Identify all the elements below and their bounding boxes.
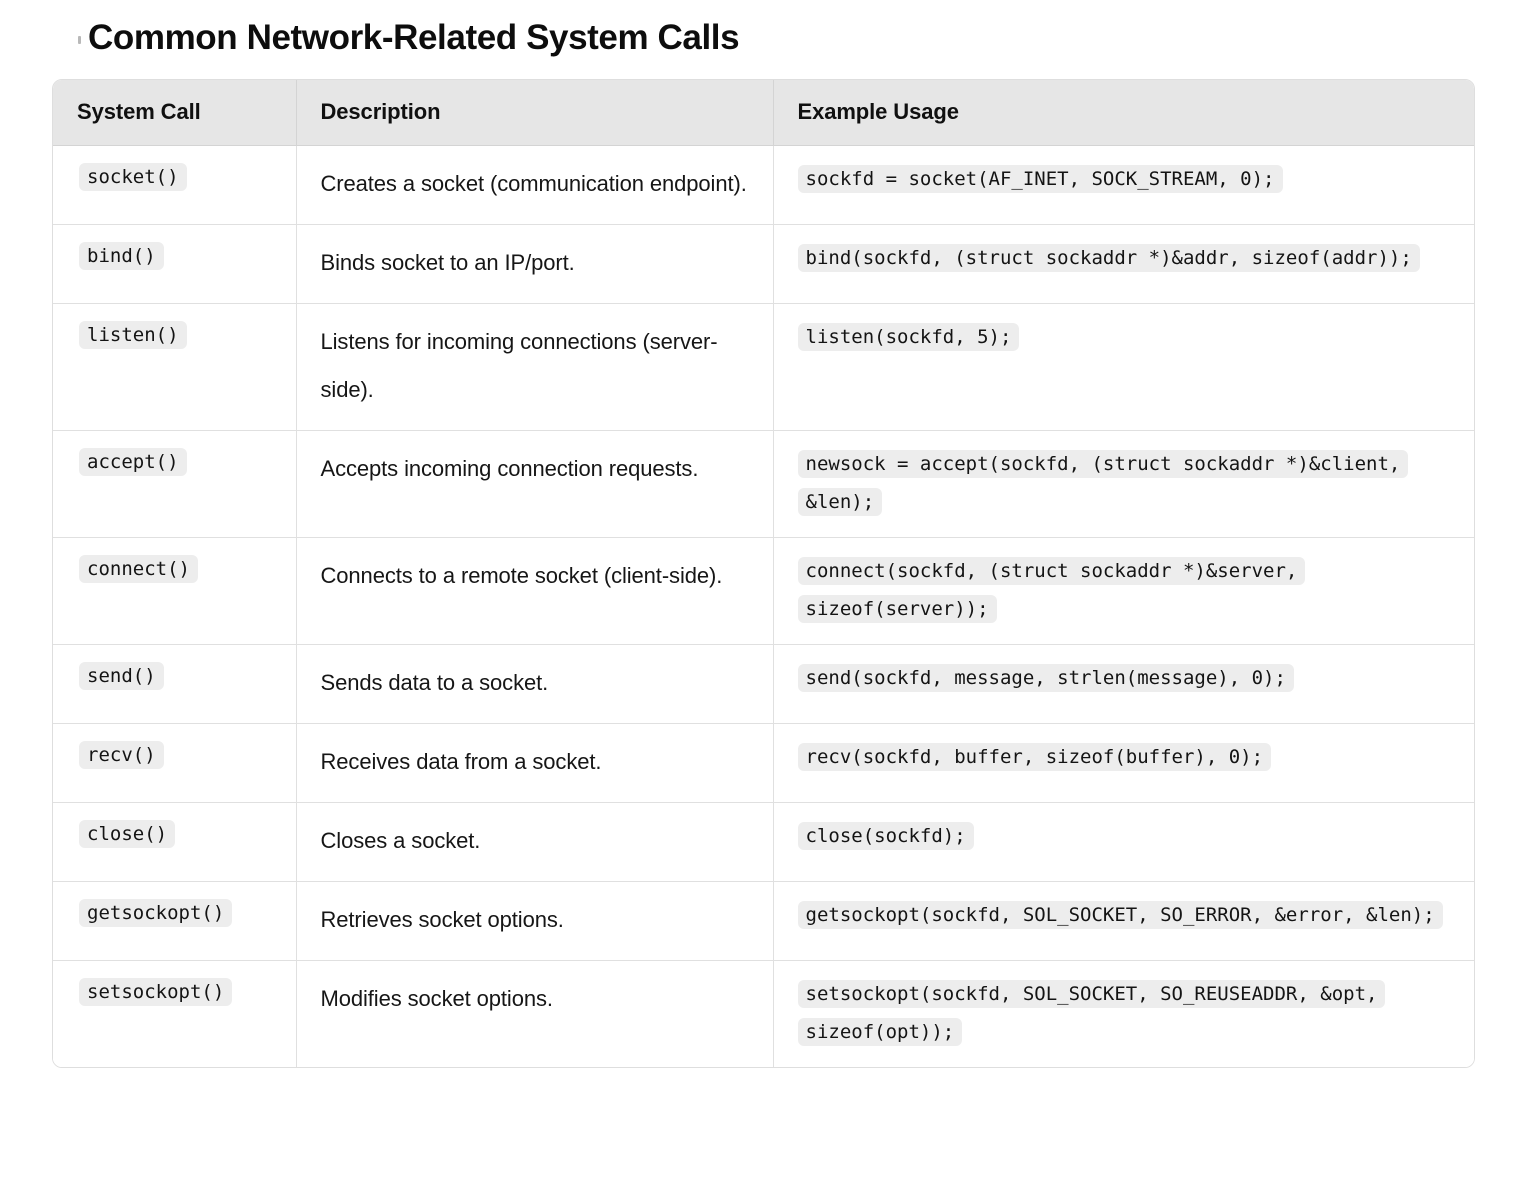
cell-example-usage: connect(sockfd, (struct sockaddr *)&serv… bbox=[773, 537, 1474, 645]
syscall-code-chip: getsockopt() bbox=[79, 899, 233, 927]
description-text: Binds socket to an IP/port. bbox=[320, 250, 575, 275]
table-row: socket() Creates a socket (communication… bbox=[53, 145, 1474, 225]
cell-example-usage: recv(sockfd, buffer, sizeof(buffer), 0); bbox=[773, 723, 1474, 803]
cell-description: Sends data to a socket. bbox=[296, 644, 774, 724]
syscall-code-chip: close() bbox=[79, 820, 176, 848]
column-header-example-usage: Example Usage bbox=[773, 80, 1474, 146]
example-code-chip: bind(sockfd, (struct sockaddr *)&addr, s… bbox=[797, 244, 1420, 272]
cell-system-call: accept() bbox=[53, 430, 297, 538]
description-text: Connects to a remote socket (client-side… bbox=[320, 563, 723, 588]
cell-system-call: getsockopt() bbox=[53, 881, 297, 961]
description-text: Accepts incoming connection requests. bbox=[320, 456, 699, 481]
cell-system-call: setsockopt() bbox=[53, 960, 297, 1067]
table-row: accept() Accepts incoming connection req… bbox=[53, 430, 1474, 538]
example-code-chip: getsockopt(sockfd, SOL_SOCKET, SO_ERROR,… bbox=[797, 901, 1443, 929]
syscall-code-chip: bind() bbox=[79, 242, 164, 270]
example-code-chip: setsockopt(sockfd, SOL_SOCKET, SO_REUSEA… bbox=[797, 980, 1386, 1046]
cell-system-call: send() bbox=[53, 644, 297, 724]
description-text: Retrieves socket options. bbox=[320, 907, 564, 932]
description-text: Listens for incoming connections (server… bbox=[320, 329, 718, 402]
cell-system-call: connect() bbox=[53, 537, 297, 645]
description-text: Modifies socket options. bbox=[320, 986, 553, 1011]
syscall-code-chip: recv() bbox=[79, 741, 164, 769]
cell-example-usage: bind(sockfd, (struct sockaddr *)&addr, s… bbox=[773, 224, 1474, 304]
table-row: setsockopt() Modifies socket options. se… bbox=[53, 960, 1474, 1067]
cell-description: Accepts incoming connection requests. bbox=[296, 430, 774, 538]
cell-description: Receives data from a socket. bbox=[296, 723, 774, 803]
cell-example-usage: sockfd = socket(AF_INET, SOCK_STREAM, 0)… bbox=[773, 145, 1474, 225]
cell-system-call: bind() bbox=[53, 224, 297, 304]
table-row: bind() Binds socket to an IP/port. bind(… bbox=[53, 224, 1474, 304]
cell-example-usage: send(sockfd, message, strlen(message), 0… bbox=[773, 644, 1474, 724]
cell-description: Closes a socket. bbox=[296, 802, 774, 882]
example-code-chip: listen(sockfd, 5); bbox=[797, 323, 1020, 351]
syscall-code-chip: send() bbox=[79, 662, 164, 690]
table-row: close() Closes a socket. close(sockfd); bbox=[53, 802, 1474, 882]
syscall-code-chip: socket() bbox=[79, 163, 187, 191]
column-header-system-call: System Call bbox=[53, 80, 297, 146]
syscall-code-chip: listen() bbox=[79, 321, 187, 349]
page-title: Common Network-Related System Calls bbox=[88, 18, 740, 57]
cell-system-call: close() bbox=[53, 802, 297, 882]
cell-example-usage: newsock = accept(sockfd, (struct sockadd… bbox=[773, 430, 1474, 538]
cell-system-call: recv() bbox=[53, 723, 297, 803]
cell-example-usage: listen(sockfd, 5); bbox=[773, 303, 1474, 431]
table-row: listen() Listens for incoming connection… bbox=[53, 303, 1474, 431]
description-text: Closes a socket. bbox=[320, 828, 481, 853]
table-header: System Call Description Example Usage bbox=[53, 80, 1474, 146]
example-code-chip: send(sockfd, message, strlen(message), 0… bbox=[797, 664, 1294, 692]
table-body: socket() Creates a socket (communication… bbox=[53, 145, 1474, 1067]
cell-example-usage: setsockopt(sockfd, SOL_SOCKET, SO_REUSEA… bbox=[773, 960, 1474, 1067]
description-text: Sends data to a socket. bbox=[320, 670, 549, 695]
syscall-code-chip: connect() bbox=[79, 555, 198, 583]
cell-description: Listens for incoming connections (server… bbox=[296, 303, 774, 431]
cell-description: Connects to a remote socket (client-side… bbox=[296, 537, 774, 645]
example-code-chip: sockfd = socket(AF_INET, SOCK_STREAM, 0)… bbox=[797, 165, 1283, 193]
example-code-chip: newsock = accept(sockfd, (struct sockadd… bbox=[797, 450, 1409, 516]
table-row: send() Sends data to a socket. send(sock… bbox=[53, 644, 1474, 724]
title-marker-icon bbox=[78, 36, 81, 44]
table-row: recv() Receives data from a socket. recv… bbox=[53, 723, 1474, 803]
cell-description: Binds socket to an IP/port. bbox=[296, 224, 774, 304]
table-header-row: System Call Description Example Usage bbox=[53, 80, 1474, 146]
cell-system-call: socket() bbox=[53, 145, 297, 225]
cell-description: Modifies socket options. bbox=[296, 960, 774, 1067]
example-code-chip: connect(sockfd, (struct sockaddr *)&serv… bbox=[797, 557, 1306, 623]
cell-description: Retrieves socket options. bbox=[296, 881, 774, 961]
column-header-description: Description bbox=[296, 80, 774, 146]
cell-description: Creates a socket (communication endpoint… bbox=[296, 145, 774, 225]
cell-system-call: listen() bbox=[53, 303, 297, 431]
example-code-chip: recv(sockfd, buffer, sizeof(buffer), 0); bbox=[797, 743, 1272, 771]
example-code-chip: close(sockfd); bbox=[797, 822, 974, 850]
page-title-row: Common Network-Related System Calls bbox=[0, 8, 1524, 64]
cell-example-usage: close(sockfd); bbox=[773, 802, 1474, 882]
syscall-code-chip: setsockopt() bbox=[79, 978, 233, 1006]
syscalls-table: System Call Description Example Usage so… bbox=[53, 80, 1474, 1067]
table-row: connect() Connects to a remote socket (c… bbox=[53, 537, 1474, 645]
syscalls-table-container: System Call Description Example Usage so… bbox=[52, 79, 1475, 1068]
cell-example-usage: getsockopt(sockfd, SOL_SOCKET, SO_ERROR,… bbox=[773, 881, 1474, 961]
syscall-code-chip: accept() bbox=[79, 448, 187, 476]
description-text: Creates a socket (communication endpoint… bbox=[320, 171, 747, 196]
description-text: Receives data from a socket. bbox=[320, 749, 602, 774]
table-row: getsockopt() Retrieves socket options. g… bbox=[53, 881, 1474, 961]
